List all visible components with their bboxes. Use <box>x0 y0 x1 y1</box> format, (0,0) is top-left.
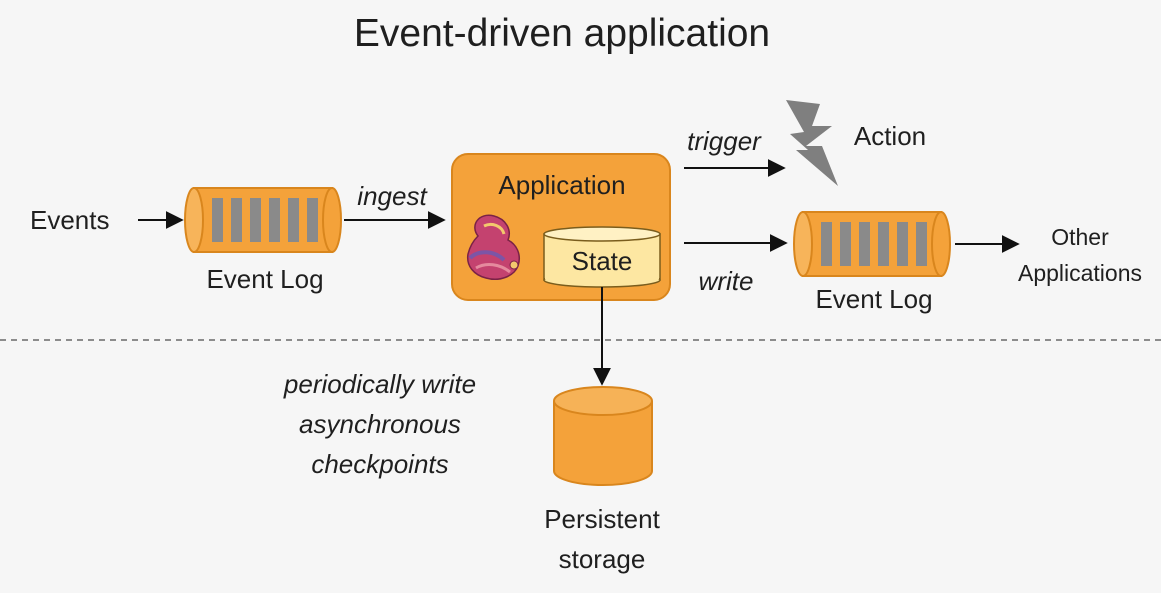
storage-label-line2: storage <box>559 544 646 574</box>
checkpoint-note-line2: asynchronous <box>299 409 461 439</box>
lightning-icon <box>786 100 838 186</box>
flink-squirrel-icon <box>466 214 520 280</box>
application-label: Application <box>498 170 625 200</box>
checkpoint-note-line1: periodically write <box>283 369 476 399</box>
storage-label-line1: Persistent <box>544 504 660 534</box>
state-store <box>543 226 661 288</box>
action-label: Action <box>854 121 926 151</box>
state-label: State <box>572 246 633 276</box>
other-applications-line2: Applications <box>1018 260 1142 286</box>
input-event-log <box>184 187 342 253</box>
trigger-label: trigger <box>687 126 762 156</box>
checkpoint-note-line3: checkpoints <box>311 449 448 479</box>
ingest-label: ingest <box>357 181 428 211</box>
other-applications-line1: Other <box>1051 224 1109 250</box>
input-event-log-label: Event Log <box>206 264 323 294</box>
events-label: Events <box>30 205 110 235</box>
diagram-title: Event-driven application <box>354 12 770 55</box>
persistent-storage-cylinder <box>553 386 653 486</box>
output-event-log-label: Event Log <box>815 284 932 314</box>
output-event-log <box>793 211 951 277</box>
write-label: write <box>699 266 754 296</box>
